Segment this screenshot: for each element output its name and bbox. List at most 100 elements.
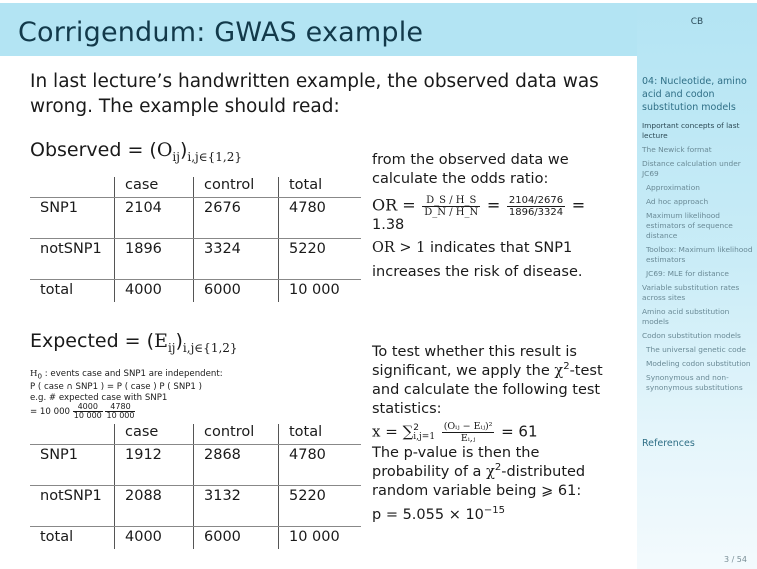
table-cell: 2676 — [193, 197, 279, 239]
observed-close: ) — [179, 139, 188, 161]
pval-text-2: -distributed random variable being ⩾ 61: — [372, 464, 586, 499]
table-cell: 2868 — [193, 444, 279, 486]
navigation-sidebar: CB 04: Nucleotide, amino acid and codon … — [637, 3, 757, 569]
table-header-cell: case — [114, 177, 194, 198]
observed-symbol: O — [156, 139, 173, 161]
table-row: total 4000 6000 10 000 — [30, 526, 361, 549]
table-row: SNP1 2104 2676 4780 — [30, 197, 361, 239]
chi-text-1: To test whether this result is significa… — [372, 344, 577, 379]
sidebar-toc: Important concepts of last lecture The N… — [642, 121, 755, 397]
table-header-cell — [30, 424, 115, 445]
table-header-cell: total — [278, 424, 361, 445]
table-header-cell: control — [193, 424, 279, 445]
sidebar-item-newick-format[interactable]: The Newick format — [642, 145, 712, 154]
x-result: = 61 — [501, 422, 538, 441]
sidebar-item-mle-distance[interactable]: Maximum likelihood estimators of sequenc… — [646, 211, 733, 240]
table-header-row: case control total — [30, 424, 361, 445]
slide-title: Corrigendum: GWAS example — [18, 17, 424, 48]
expected-close: ) — [175, 330, 183, 352]
author-label: CB — [690, 17, 704, 27]
row-label: total — [40, 529, 74, 545]
table-cell: 3132 — [193, 485, 279, 527]
table-row: notSNP1 2088 3132 5220 — [30, 485, 361, 527]
table-cell: 5220 — [278, 238, 361, 280]
fraction-numerator: D_S / H_S — [422, 195, 481, 207]
sidebar-item-references[interactable]: References — [642, 438, 695, 449]
row-label: notSNP1 — [30, 485, 115, 527]
table-cell: 4780 — [278, 197, 361, 239]
h0-subscript: 0 — [37, 371, 43, 381]
h0-line: H0 : events case and SNP1 are independen… — [30, 369, 223, 382]
table-header-cell — [30, 177, 115, 198]
x-equals-sum: x = ∑ — [372, 422, 414, 441]
sidebar-section-title[interactable]: 04: Nucleotide, amino acid and codon sub… — [642, 76, 747, 113]
fraction-denominator: 10 000 — [73, 411, 102, 421]
sidebar-item-toolbox-mle[interactable]: Toolbox: Maximum likelihood estimators — [646, 245, 753, 264]
sidebar-item-variable-rates[interactable]: Variable substitution rates across sites — [642, 283, 740, 302]
expected-subscript: ij — [167, 340, 176, 355]
chi-superscript: 2 — [494, 462, 502, 474]
p-value: p = 5.055 × 10−15 — [372, 506, 617, 525]
row-label: total — [40, 282, 74, 298]
probability-line: P ( case ∩ SNP1 ) = P ( case ) P ( SNP1 … — [30, 382, 202, 393]
row-label: SNP1 — [30, 197, 115, 239]
or-gt-one: OR > 1 — [372, 240, 426, 256]
table-cell: 10 000 — [278, 526, 361, 549]
observed-index: i,j∈{1,2} — [187, 149, 242, 164]
expected-index: i,j∈{1,2} — [182, 340, 238, 355]
table-header-row: case control total — [30, 177, 361, 198]
p-value-exponent: −15 — [483, 505, 506, 517]
sidebar-item-amino-acid-models[interactable]: Amino acid substitution models — [642, 307, 730, 326]
expected-symbol: E — [154, 330, 168, 352]
sidebar-item-genetic-code[interactable]: The universal genetic code — [646, 345, 746, 354]
chi-text-2: -test and calculate the following test s… — [372, 363, 603, 417]
sidebar-item-distance-jc69[interactable]: Distance calculation under JC69 — [642, 159, 741, 178]
odds-intro: from the observed data we calculate the … — [372, 152, 569, 187]
expected-label: Expected = (Eij)i,j∈{1,2} — [30, 330, 238, 355]
observed-table: case control total SNP1 2104 2676 4780 n… — [30, 177, 361, 302]
expected-table: case control total SNP1 1912 2868 4780 n… — [30, 424, 361, 549]
expected-label-text: Expected = ( — [30, 330, 155, 352]
odds-ratio-block: from the observed data we calculate the … — [372, 151, 617, 282]
or-label: OR = — [372, 195, 416, 215]
chi-squared-block: To test whether this result is significa… — [372, 343, 617, 525]
fraction-denominator: 10 000 — [106, 411, 135, 421]
sidebar-item-codon-models[interactable]: Codon substitution models — [642, 331, 741, 340]
slide-header: Corrigendum: GWAS example — [0, 3, 637, 56]
row-label: notSNP1 — [30, 238, 115, 280]
intro-paragraph: In last lecture’s handwritten example, t… — [30, 71, 599, 117]
sidebar-item-modeling-codon[interactable]: Modeling codon substitution — [646, 359, 751, 368]
table-cell: 1912 — [114, 444, 194, 486]
table-cell: 1896 — [114, 238, 194, 280]
pval-text-1: The p-value is then the probability of a — [372, 445, 540, 480]
table-cell: 4000 — [114, 526, 194, 549]
table-cell: 4780 — [278, 444, 361, 486]
sum-upper: 2 — [413, 422, 420, 433]
sidebar-item-approximation[interactable]: Approximation — [646, 183, 700, 192]
sidebar-item-ad-hoc[interactable]: Ad hoc approach — [646, 197, 709, 206]
equals-sign: = — [486, 195, 501, 215]
chi-symbol: χ — [554, 363, 564, 379]
sidebar-item-jc69-mle[interactable]: JC69: MLE for distance — [646, 269, 729, 278]
risk-statement: increases the risk of disease. — [372, 264, 583, 280]
fraction-numerator: (Oᵢⱼ − Eᵢⱼ)² — [441, 421, 495, 433]
sum-lower: i,j=1 — [413, 431, 436, 442]
table-row: total 4000 6000 10 000 — [30, 279, 361, 302]
table-cell: 10 000 — [278, 279, 361, 302]
sidebar-item-important-concepts[interactable]: Important concepts of last lecture — [642, 121, 740, 140]
table-cell: 4000 — [114, 279, 194, 302]
or-interpretation: OR > 1 indicates that SNP1 — [372, 239, 617, 258]
h0-symbol: H — [30, 369, 38, 379]
table-header-cell: total — [278, 177, 361, 198]
p-value-label: p = 5.055 × 10 — [372, 507, 484, 523]
table-cell: 2104 — [114, 197, 194, 239]
sidebar-item-synonymous[interactable]: Synonymous and non-synonymous substituti… — [646, 373, 743, 392]
table-cell: 3324 — [193, 238, 279, 280]
chi-symbol: χ — [486, 464, 495, 480]
